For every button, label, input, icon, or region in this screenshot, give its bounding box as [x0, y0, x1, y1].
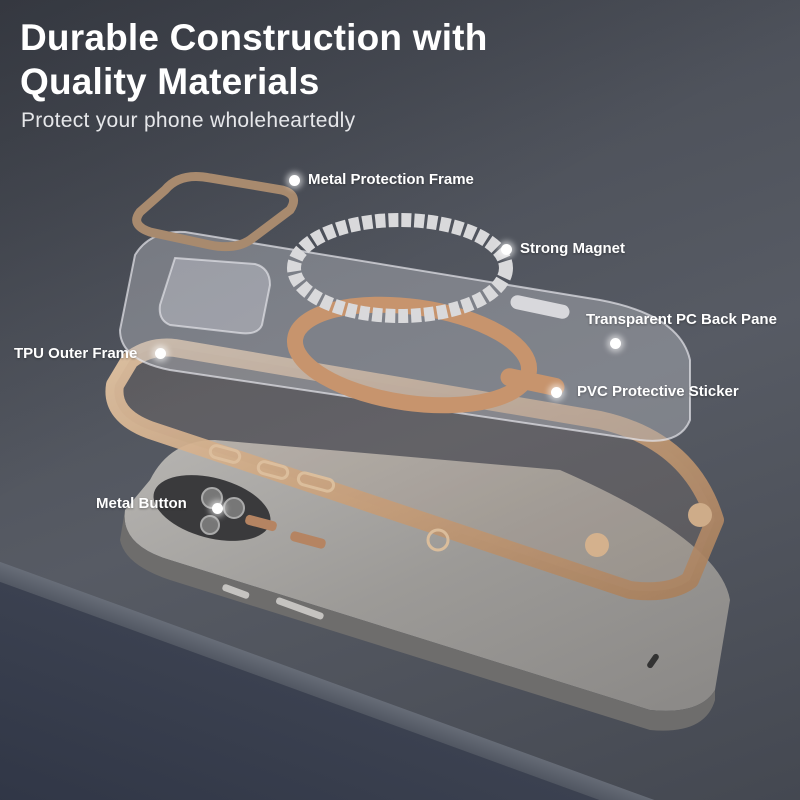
- callout-pvc-protective-sticker: PVC Protective Sticker: [577, 383, 739, 400]
- pvc-sticker-ring: [286, 296, 538, 414]
- callout-dot-metal-protection-frame: [289, 175, 300, 186]
- callout-tpu-outer-frame: TPU Outer Frame: [14, 345, 138, 362]
- callout-dot-pvc-protective-sticker: [551, 387, 562, 398]
- metal-protection-frame: [132, 172, 299, 252]
- tpu-outer-frame: [105, 338, 724, 601]
- callout-dot-transparent-pc-back-pane: [610, 338, 621, 349]
- title-line-1: Durable Construction with: [20, 17, 488, 58]
- magnet-ring: [287, 213, 513, 323]
- callout-dot-metal-button: [212, 503, 223, 514]
- subtitle: Protect your phone wholeheartedly: [21, 109, 356, 132]
- callout-dot-tpu-outer-frame: [155, 348, 166, 359]
- callout-strong-magnet: Strong Magnet: [520, 240, 625, 257]
- callout-metal-button: Metal Button: [96, 495, 187, 512]
- callout-dot-strong-magnet: [501, 244, 512, 255]
- page-title: Durable Construction with Quality Materi…: [20, 16, 488, 104]
- title-line-2: Quality Materials: [20, 61, 320, 102]
- callout-transparent-pc-back-pane: Transparent PC Back Pane: [586, 311, 777, 328]
- callout-metal-protection-frame: Metal Protection Frame: [308, 171, 474, 188]
